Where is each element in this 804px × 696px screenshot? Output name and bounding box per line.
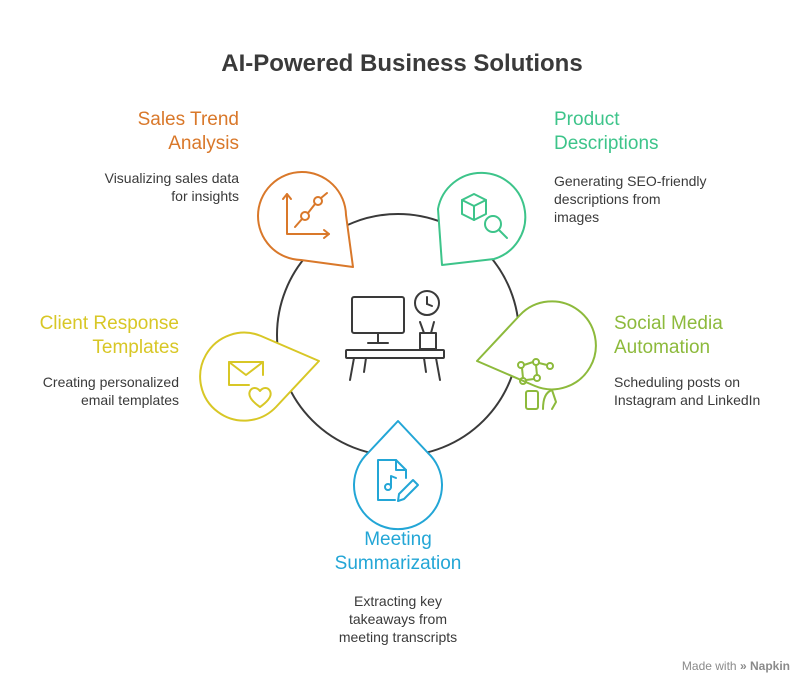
product-descriptions-description: Generating SEO-friendly descriptions fro… [554,172,754,226]
social-media-heading-line-2: Automation [614,337,711,358]
sales-trend-description-line-2: for insights [171,188,239,204]
client-response-description-line-2: email templates [80,392,179,408]
client-response-description-line-1: Creating personalized [42,374,179,390]
social-media-description-line-1: Scheduling posts on [614,374,741,390]
sales-trend-heading-line-1: Sales Trend [137,109,239,130]
meeting-summarization-heading: Meeting Summarization [298,528,498,576]
client-response-description: Creating personalized email templates [20,373,179,409]
document-note-edit-icon [377,459,419,502]
meeting-summarization-description-line-2: takeaways from [348,611,448,627]
page-title: AI-Powered Business Solutions [221,50,583,77]
client-response-pin-shape [199,331,320,422]
meeting-summarization-pin-shape [353,420,443,531]
meeting-summarization-description: Extracting key takeaways from meeting tr… [298,592,498,646]
sales-trend-pin [257,171,354,268]
social-media-pin [476,300,597,410]
product-descriptions-heading: Product Descriptions [554,108,754,156]
product-descriptions-description-line-1: Generating SEO-friendly [554,173,707,189]
footer-attribution[interactable]: Made with » Napkin [682,659,790,673]
client-response-pin [199,331,320,422]
client-response-heading: Client Response Templates [20,312,179,360]
meeting-summarization-pin [353,420,443,531]
meeting-summarization-heading-line-2: Summarization [334,553,462,574]
sales-trend-heading: Sales Trend Analysis [100,108,239,156]
napkin-logo-icon: » [739,659,747,673]
trend-chart-icon [282,192,330,239]
meeting-summarization-description-line-1: Extracting key [354,593,442,609]
sales-trend-description: Visualizing sales data for insights [60,169,239,205]
made-with-label: Made with [681,659,737,673]
product-descriptions-heading-line-2: Descriptions [554,133,659,154]
product-descriptions-description-line-3: images [554,209,600,225]
sales-trend-heading-line-2: Analysis [168,133,239,154]
social-media-heading-line-1: Social Media [614,313,723,334]
client-response-heading-line-2: Templates [92,337,179,358]
mail-heart-icon [228,361,272,408]
product-descriptions-pin-shape [437,171,527,266]
phone-network-icon [517,358,557,410]
product-descriptions-heading-line-1: Product [554,109,620,130]
product-descriptions-description-line-2: descriptions from [554,191,661,207]
box-search-icon [461,193,508,239]
meeting-summarization-description-line-3: meeting transcripts [338,629,458,645]
social-media-pin-shape [476,300,597,391]
desk-computer-clock-icon [345,290,445,381]
product-descriptions-pin [437,171,527,266]
social-media-description-line-2: Instagram and LinkedIn [614,392,761,408]
social-media-description: Scheduling posts on Instagram and Linked… [614,373,800,409]
social-media-heading: Social Media Automation [614,312,794,360]
sales-trend-description-line-1: Visualizing sales data [104,170,239,186]
meeting-summarization-heading-line-1: Meeting [364,529,432,550]
brand-name: Napkin [749,659,790,673]
client-response-heading-line-1: Client Response [39,313,179,334]
